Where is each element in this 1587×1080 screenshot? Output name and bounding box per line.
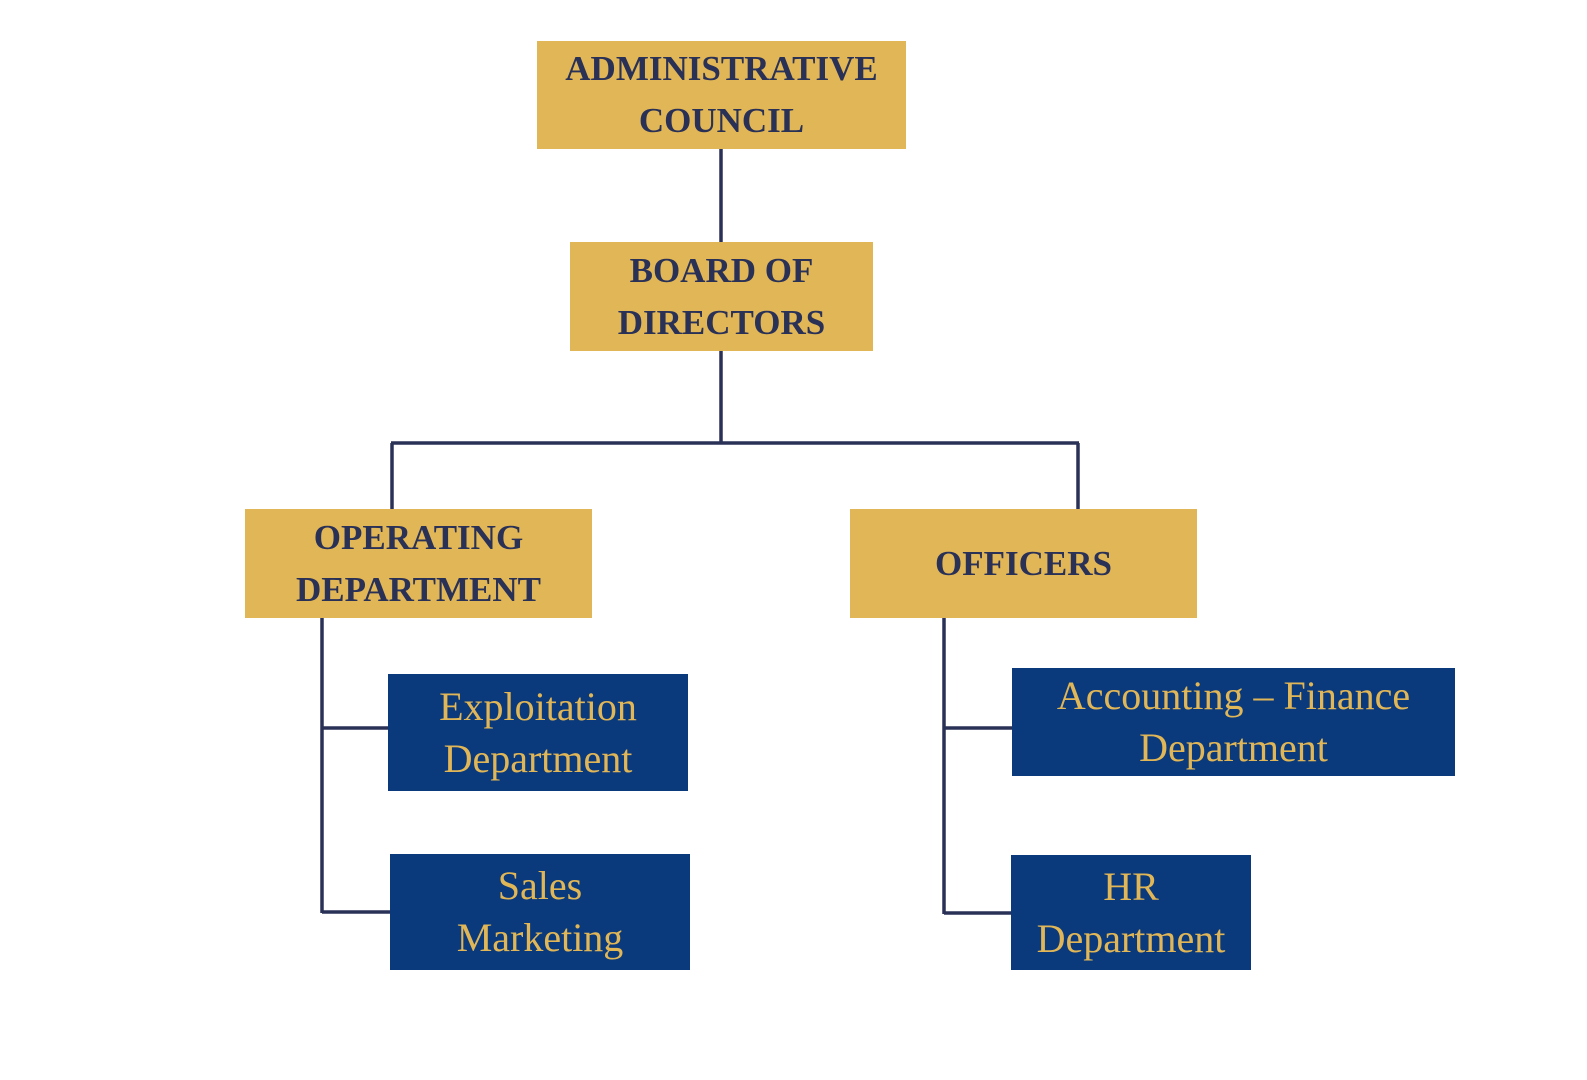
node-label: BOARD OF: [629, 250, 814, 290]
node-label: OFFICERS: [935, 543, 1112, 583]
node-label: COUNCIL: [638, 101, 805, 140]
node-label: Accounting – Finance: [1056, 673, 1411, 718]
node-label: Sales: [497, 863, 583, 908]
node-label: OPERATING: [313, 517, 524, 557]
node-label: ADMINISTRATIVE: [565, 49, 878, 88]
node-label: Exploitation: [439, 683, 637, 729]
node-label: HR: [1103, 863, 1159, 909]
node-label: Department: [1036, 915, 1226, 961]
node-operating-department: OPERATING DEPARTMENT: [245, 509, 592, 618]
node-label: DIRECTORS: [617, 302, 826, 342]
node-label: DEPARTMENT: [295, 569, 542, 609]
node-label: Department: [443, 735, 633, 781]
node-label: Marketing: [456, 915, 624, 960]
node-officers: OFFICERS: [850, 509, 1197, 618]
node-administrative-council: ADMINISTRATIVE COUNCIL: [537, 41, 906, 149]
node-label: Department: [1139, 725, 1328, 770]
node-hr-department: HR Department: [1011, 855, 1251, 970]
node-board-of-directors: BOARD OF DIRECTORS: [570, 242, 873, 351]
